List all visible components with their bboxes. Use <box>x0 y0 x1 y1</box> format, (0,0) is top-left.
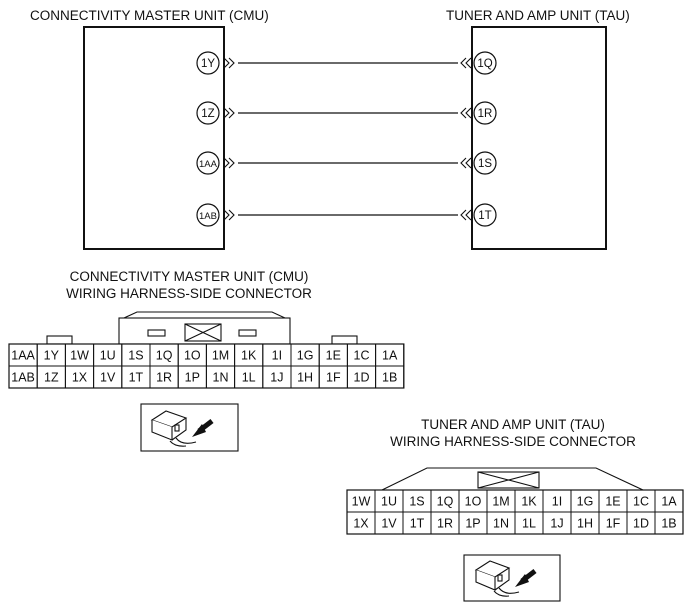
tau-connector-pin-label: 1D <box>633 517 649 531</box>
tau-connector-pin-label: 1P <box>465 517 480 531</box>
cmu-connector-pin-label: 1X <box>72 371 88 385</box>
tau-connector-pin-label: 1W <box>352 495 371 509</box>
tau-connector-pin-label: 1Q <box>437 495 454 509</box>
chevron-1y <box>223 57 235 69</box>
tau-connector-housing <box>381 467 644 491</box>
cmu-pin-circle <box>196 203 220 227</box>
tau-pin-circle <box>473 101 497 125</box>
cmu-connector-view-icon <box>140 403 239 452</box>
cmu-connector-pin-label: 1G <box>297 349 314 363</box>
cmu-connector-housing <box>46 311 358 345</box>
cmu-connector-pin-label: 1B <box>382 371 397 385</box>
tau-connector-pin-label: 1M <box>492 495 509 509</box>
tau-connector-pin-label: 1U <box>381 495 397 509</box>
cmu-connector-pin-label: 1AB <box>11 371 35 385</box>
chevron-1aa <box>223 157 235 169</box>
tau-pin-circle <box>473 203 497 227</box>
cmu-connector-pin-label: 1V <box>100 371 116 385</box>
chevron-1s <box>460 157 472 169</box>
cmu-connector-pin-label: 1P <box>185 371 200 385</box>
cmu-connector-pin-label: 1L <box>242 371 256 385</box>
cmu-connector-pin-label: 1K <box>241 349 257 363</box>
chevron-1z <box>223 107 235 119</box>
tau-connector-pin-label: 1E <box>605 495 620 509</box>
tau-pin-label: 1T <box>478 210 491 222</box>
cmu-pin-label: 1Z <box>201 108 214 120</box>
tau-title: TUNER AND AMP UNIT (TAU) <box>446 8 630 23</box>
tau-pins: 1Q 1R 1S 1T <box>473 51 497 227</box>
cmu-pin-label: 1AA <box>199 159 218 170</box>
cmu-connector-pin-label: 1Z <box>44 371 59 385</box>
tau-connector-view-icon <box>463 554 561 602</box>
tau-connector-pin-label: 1F <box>606 517 621 531</box>
tau-connector-pin-label: 1I <box>552 495 562 509</box>
cmu-connector-title-2: WIRING HARNESS-SIDE CONNECTOR <box>66 286 312 301</box>
tau-connector-pin-label: 1S <box>409 495 424 509</box>
tau-pin-label: 1R <box>478 108 493 120</box>
cmu-connector-pin-label: 1H <box>297 371 313 385</box>
tau-unit-box <box>471 26 607 250</box>
cmu-connector-pin-label: 1F <box>326 371 341 385</box>
tau-connector-pin-label: 1A <box>661 495 677 509</box>
cmu-connector-pin-label: 1R <box>156 371 172 385</box>
cmu-connector-pin-label: 1W <box>70 349 89 363</box>
cmu-connector-title-1: CONNECTIVITY MASTER UNIT (CMU) <box>70 269 309 284</box>
cmu-connector-pin-label: 1O <box>184 349 201 363</box>
chevron-1t <box>460 209 472 221</box>
cmu-pin-circle <box>196 51 220 75</box>
cmu-connector-pin-label: 1E <box>326 349 341 363</box>
tau-connector-pin-cell <box>654 511 684 535</box>
cmu-connector-pin-label: 1Q <box>156 349 173 363</box>
tau-connector-title-2: WIRING HARNESS-SIDE CONNECTOR <box>390 434 636 449</box>
cmu-connector-pin-label: 1M <box>212 349 229 363</box>
cmu-connector-pin-label: 1D <box>354 371 370 385</box>
cmu-connector-pin-grid: 1AA 1Y 1W 1U 1S 1Q 1O 1M 1K 1I 1G 1E 1C 1A 1AB 1Z 1X 1V 1T… <box>8 343 405 389</box>
cmu-connector-pin-label: 1T <box>129 371 144 385</box>
cmu-pins: 1Y 1Z 1AA 1AB <box>196 51 220 227</box>
tau-connector-pin-label: 1T <box>410 517 425 531</box>
tau-connector-pin-label: 1C <box>633 495 649 509</box>
cmu-connector-pin-label: 1N <box>213 371 229 385</box>
tau-connector-pin-label: 1N <box>493 517 509 531</box>
tau-connector-pin-label: 1O <box>465 495 482 509</box>
cmu-connector-pin-label: 1S <box>128 349 143 363</box>
cmu-connector-pin-label: 1AA <box>11 349 35 363</box>
chevron-1q <box>460 57 472 69</box>
tau-connector-pin-label: 1G <box>577 495 594 509</box>
connector-chevrons <box>223 57 472 221</box>
tau-connector-pin-label: 1X <box>353 517 369 531</box>
tau-connector-title-1: TUNER AND AMP UNIT (TAU) <box>421 417 605 432</box>
tau-pin-circle <box>473 51 497 75</box>
tau-connector-pin-grid: 1W 1U 1S 1Q 1O 1M 1K 1I 1G 1E 1C 1A 1X 1V 1T 1R 1P 1N 1L 1J… <box>346 489 684 535</box>
cmu-connector-pin-label: 1A <box>382 349 398 363</box>
cmu-pin-circle <box>196 151 220 175</box>
cmu-pin-label: 1AB <box>199 211 217 222</box>
tau-connector-pin-label: 1B <box>661 517 676 531</box>
cmu-pin-circle <box>196 101 220 125</box>
chevron-1ab <box>223 209 235 221</box>
chevron-1r <box>460 107 472 119</box>
cmu-connector-pin-label: 1J <box>270 371 283 385</box>
tau-connector-pin-label: 1H <box>577 517 593 531</box>
cmu-connector-pin-label: 1C <box>354 349 370 363</box>
tau-connector-pin-label: 1V <box>381 517 397 531</box>
tau-pin-label: 1Q <box>477 58 492 70</box>
cmu-connector-pin-label: 1I <box>272 349 282 363</box>
cmu-connector-pin-label: 1U <box>100 349 116 363</box>
cmu-connector-pin-label: 1Y <box>44 349 60 363</box>
tau-connector-pin-label: 1J <box>550 517 563 531</box>
tau-pin-label: 1S <box>478 158 492 170</box>
cmu-title: CONNECTIVITY MASTER UNIT (CMU) <box>30 8 269 23</box>
tau-pin-circle <box>473 151 497 175</box>
tau-connector-pin-label: 1K <box>521 495 537 509</box>
tau-connector-pin-label: 1L <box>522 517 536 531</box>
wire-group <box>238 62 458 216</box>
cmu-connector-pin-cell <box>375 365 405 389</box>
tau-connector-pin-label: 1R <box>437 517 453 531</box>
cmu-unit-box <box>83 26 225 250</box>
cmu-pin-label: 1Y <box>201 58 215 70</box>
